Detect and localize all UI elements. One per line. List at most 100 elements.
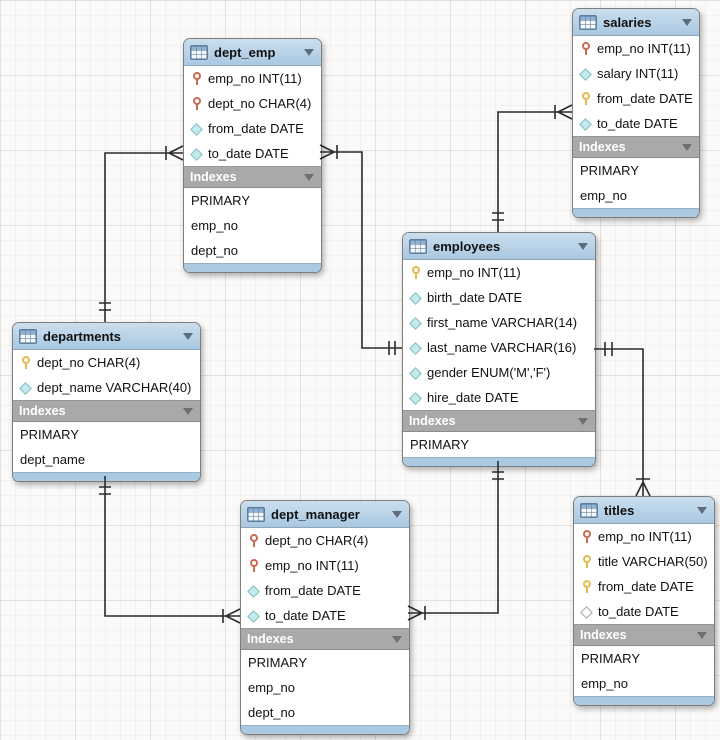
column-row[interactable]: hire_date DATE xyxy=(403,385,595,410)
column-row[interactable]: dept_no CHAR(4) xyxy=(13,350,200,375)
column-row[interactable]: dept_name VARCHAR(40) xyxy=(13,375,200,400)
connector-line xyxy=(408,461,499,614)
table-departments[interactable]: departments dept_no CHAR(4) dept_name VA… xyxy=(12,322,201,482)
column-label: to_date DATE xyxy=(208,146,289,161)
index-row[interactable]: emp_no xyxy=(573,183,699,208)
collapse-arrow-icon[interactable] xyxy=(304,173,314,181)
column-row[interactable]: dept_no CHAR(4) xyxy=(241,528,409,553)
column-row[interactable]: emp_no INT(11) xyxy=(573,36,699,61)
table-dept_emp[interactable]: dept_emp emp_no INT(11) dept_no CHAR(4) … xyxy=(183,38,322,273)
column-row[interactable]: to_date DATE xyxy=(574,599,714,624)
index-row[interactable]: dept_name xyxy=(13,447,200,472)
indexes-bar[interactable]: Indexes xyxy=(13,400,200,422)
collapse-arrow-icon[interactable] xyxy=(682,18,692,26)
column-label: from_date DATE xyxy=(597,91,693,106)
table-titles[interactable]: titles emp_no INT(11) title VARCHAR(50) … xyxy=(573,496,715,706)
table-header[interactable]: dept_manager xyxy=(241,501,409,528)
collapse-arrow-icon[interactable] xyxy=(392,635,402,643)
table-icon xyxy=(190,44,208,60)
column-row[interactable]: last_name VARCHAR(16) xyxy=(403,335,595,360)
table-icon xyxy=(247,506,265,522)
table-employees[interactable]: employees emp_no INT(11) birth_date DATE… xyxy=(402,232,596,467)
table-header[interactable]: titles xyxy=(574,497,714,524)
column-row[interactable]: emp_no INT(11) xyxy=(403,260,595,285)
table-icon xyxy=(579,14,597,30)
collapse-arrow-icon[interactable] xyxy=(682,143,692,151)
collapse-arrow-icon[interactable] xyxy=(578,417,588,425)
column-row[interactable]: from_date DATE xyxy=(574,574,714,599)
table-header[interactable]: departments xyxy=(13,323,200,350)
connector-line xyxy=(320,151,402,349)
column-row[interactable]: to_date DATE xyxy=(184,141,321,166)
collapse-arrow-icon[interactable] xyxy=(183,407,193,415)
column-row[interactable]: dept_no CHAR(4) xyxy=(184,91,321,116)
index-row[interactable]: emp_no xyxy=(241,675,409,700)
collapse-arrow-icon[interactable] xyxy=(697,631,707,639)
cardinality-one-bars xyxy=(388,341,396,355)
column-row[interactable]: emp_no INT(11) xyxy=(184,66,321,91)
column-row[interactable]: to_date DATE xyxy=(573,111,699,136)
index-row[interactable]: PRIMARY xyxy=(184,188,321,213)
indexes-bar[interactable]: Indexes xyxy=(573,136,699,158)
index-row[interactable]: PRIMARY xyxy=(241,650,409,675)
column-label: gender ENUM('M','F') xyxy=(427,365,551,380)
index-row[interactable]: PRIMARY xyxy=(574,646,714,671)
column-row[interactable]: title VARCHAR(50) xyxy=(574,549,714,574)
index-row[interactable]: PRIMARY xyxy=(573,158,699,183)
relationship-dept_manager-employees[interactable] xyxy=(407,461,504,621)
indexes-label: Indexes xyxy=(19,404,66,418)
index-row[interactable]: PRIMARY xyxy=(403,432,595,457)
indexes-bar[interactable]: Indexes xyxy=(241,628,409,650)
relationship-titles-employees[interactable] xyxy=(594,342,651,497)
column-row[interactable]: birth_date DATE xyxy=(403,285,595,310)
table-salaries[interactable]: salaries emp_no INT(11) salary INT(11) f… xyxy=(572,8,700,218)
collapse-arrow-icon[interactable] xyxy=(304,48,314,56)
column-label: dept_no CHAR(4) xyxy=(265,533,369,548)
column-label: emp_no INT(11) xyxy=(427,265,521,280)
relationship-salaries-employees[interactable] xyxy=(492,104,573,232)
table-footer xyxy=(403,457,595,466)
cardinality-one-bars xyxy=(99,302,111,311)
index-row[interactable]: PRIMARY xyxy=(13,422,200,447)
indexes-label: Indexes xyxy=(409,414,456,428)
crow-foot-icon xyxy=(554,104,573,120)
index-row[interactable]: emp_no xyxy=(574,671,714,696)
column-row[interactable]: emp_no INT(11) xyxy=(574,524,714,549)
table-icon xyxy=(580,502,598,518)
collapse-arrow-icon[interactable] xyxy=(697,506,707,514)
table-header[interactable]: employees xyxy=(403,233,595,260)
table-dept_manager[interactable]: dept_manager dept_no CHAR(4) emp_no INT(… xyxy=(240,500,410,735)
key-icon xyxy=(579,91,592,106)
collapse-arrow-icon[interactable] xyxy=(183,332,193,340)
table-title: dept_emp xyxy=(214,44,276,60)
table-header[interactable]: salaries xyxy=(573,9,699,36)
indexes-bar[interactable]: Indexes xyxy=(184,166,321,188)
column-row[interactable]: from_date DATE xyxy=(241,578,409,603)
column-label: title VARCHAR(50) xyxy=(598,554,708,569)
indexes-bar[interactable]: Indexes xyxy=(574,624,714,646)
crow-foot-icon xyxy=(635,478,651,497)
index-row[interactable]: dept_no xyxy=(184,238,321,263)
column-row[interactable]: emp_no INT(11) xyxy=(241,553,409,578)
crow-foot-icon xyxy=(165,145,184,161)
collapse-arrow-icon[interactable] xyxy=(578,242,588,250)
index-row[interactable]: emp_no xyxy=(184,213,321,238)
indexes-bar[interactable]: Indexes xyxy=(403,410,595,432)
column-row[interactable]: first_name VARCHAR(14) xyxy=(403,310,595,335)
column-row[interactable]: salary INT(11) xyxy=(573,61,699,86)
collapse-arrow-icon[interactable] xyxy=(392,510,402,518)
column-row[interactable]: from_date DATE xyxy=(184,116,321,141)
table-header[interactable]: dept_emp xyxy=(184,39,321,66)
table-title: dept_manager xyxy=(271,506,360,522)
column-row[interactable]: gender ENUM('M','F') xyxy=(403,360,595,385)
column-row[interactable]: to_date DATE xyxy=(241,603,409,628)
column-row[interactable]: from_date DATE xyxy=(573,86,699,111)
crow-foot-icon xyxy=(407,605,426,621)
indexes-label: Indexes xyxy=(247,632,294,646)
relationship-dept_manager-departments[interactable] xyxy=(99,476,241,624)
index-row[interactable]: dept_no xyxy=(241,700,409,725)
relationship-dept_emp-departments[interactable] xyxy=(99,145,184,322)
key-icon xyxy=(19,355,32,370)
relationship-dept_emp-employees[interactable] xyxy=(319,144,402,355)
